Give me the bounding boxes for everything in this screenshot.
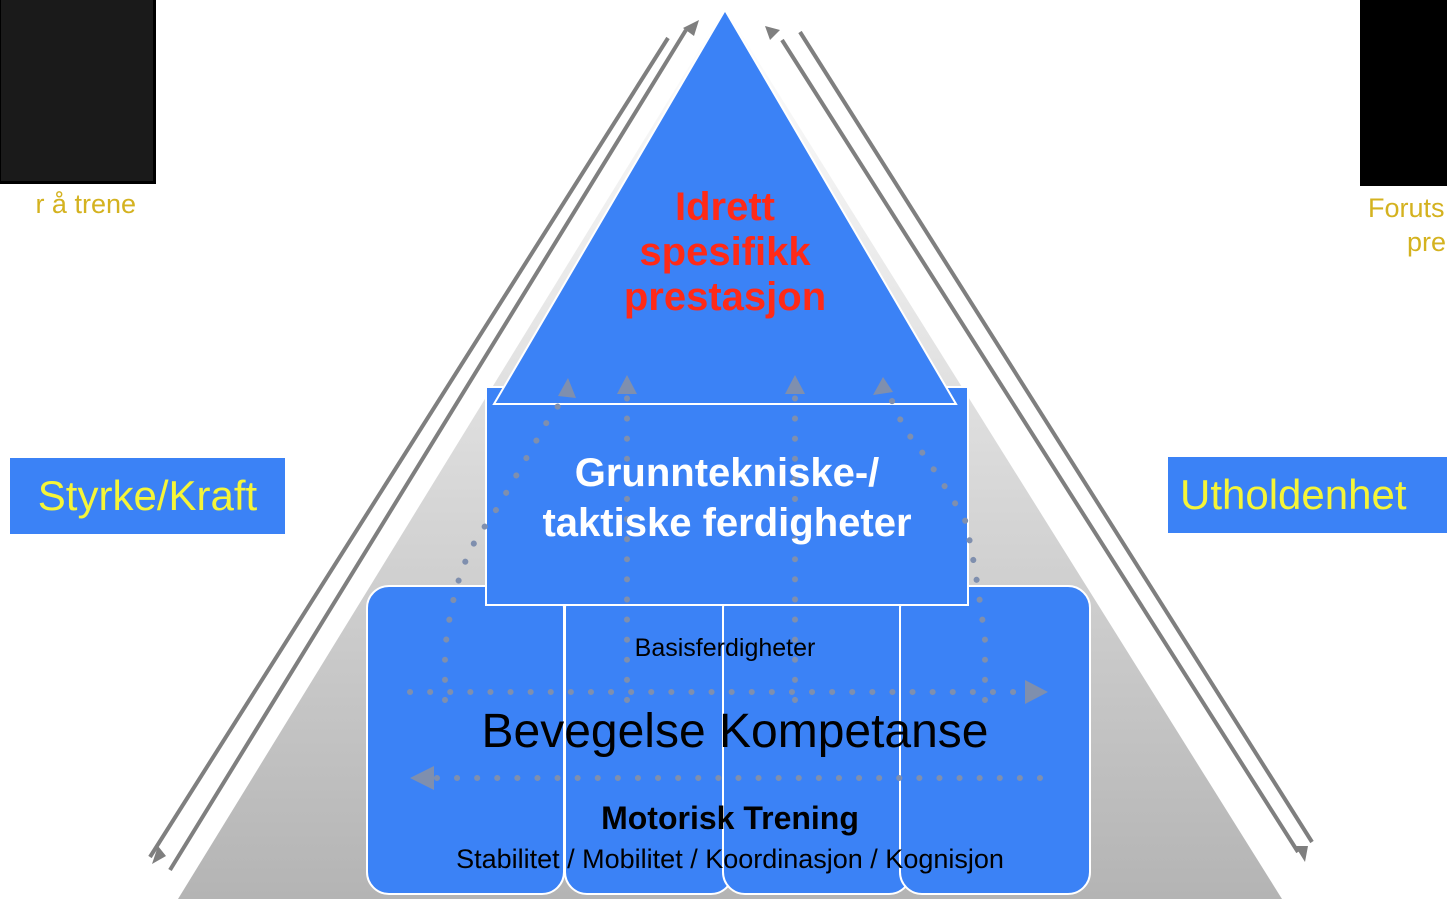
athlete-photo-left: [0, 0, 156, 184]
peak-triangle: [492, 8, 958, 405]
up-arrow: [683, 20, 699, 36]
caption-right-line1: Foruts: [1368, 193, 1445, 223]
middle-label: Grunntekniske-/ taktiske ferdigheter: [486, 448, 968, 548]
base-box-4: [899, 585, 1091, 895]
side-label-left: Styrke/Kraft: [10, 458, 285, 534]
down-arrow: [1295, 846, 1308, 862]
dotted-paths: [407, 389, 1043, 781]
caption-left: r å trene: [35, 189, 136, 219]
base-caption: Basisferdigheter: [634, 634, 816, 662]
middle-line: taktiske ferdigheter: [542, 501, 912, 545]
up-arrow: [617, 375, 637, 394]
up-arrow: [785, 375, 805, 394]
up-arrow: [558, 378, 576, 398]
left-arrow: [410, 766, 434, 790]
right-side-arrows: [780, 30, 1314, 854]
training-title: Motorisk Trening: [601, 800, 859, 836]
peak-line: spesifikk: [639, 230, 811, 274]
caption-right-line2: pre: [1407, 227, 1447, 257]
peak-line: Idrett: [675, 185, 775, 229]
skier-photo-right: [1360, 0, 1447, 186]
base-title: Bevegelse Kompetanse: [481, 705, 989, 758]
right-arrow: [1025, 680, 1048, 704]
left-side-arrows: [148, 28, 688, 872]
peak-line: prestasjon: [623, 275, 827, 319]
training-items: Stabilitet / Mobilitet / Koordinasjon / …: [456, 844, 1004, 874]
up-arrow: [873, 377, 893, 395]
down-arrow: [152, 846, 166, 864]
middle-box: [485, 386, 969, 606]
middle-line: Grunntekniske-/: [574, 451, 880, 495]
dotted-arrowheads: [410, 375, 1048, 790]
peak-label: Idrett spesifikk prestasjon: [540, 185, 910, 320]
up-arrow: [765, 26, 780, 40]
side-label-right: Utholdenhet: [1168, 457, 1447, 533]
base-boxes: [366, 585, 1091, 895]
